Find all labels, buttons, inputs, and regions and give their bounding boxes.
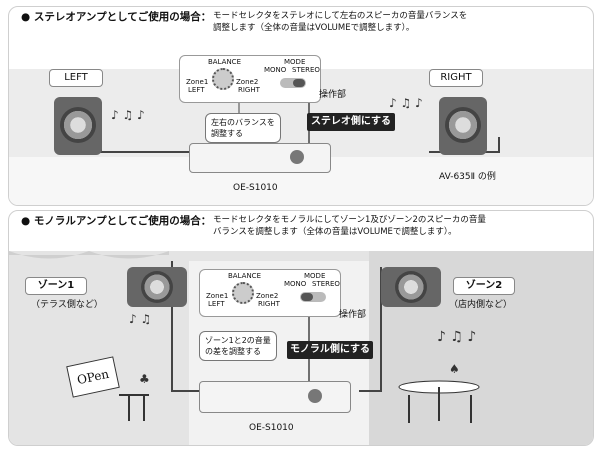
balance-note: 左右のバランスを 調整する	[205, 113, 281, 143]
balance-note-line2: 調整する	[211, 129, 243, 138]
right-speaker-icon	[439, 97, 487, 155]
mono-heading-bold: ● モノラルアンプとしてご使用の場合：	[21, 215, 212, 227]
right-small-label: RIGHT	[258, 300, 280, 308]
stereo-heading-line1: モードセレクタをステレオにして左右のスピーカの音量バランスを	[213, 11, 468, 21]
stereo-heading-bold: ● ステレオアンプとしてご使用の場合：	[21, 11, 212, 23]
mode-label: MODE	[304, 272, 326, 280]
mono-label: MONO	[264, 66, 287, 74]
music-notes-left-icon: ♪ ♫ ♪	[111, 108, 145, 122]
amplifier-icon	[199, 381, 351, 413]
stereo-control-panel: BALANCE MODE MONO STEREO Zone1 Zone2 LEF…	[179, 55, 321, 103]
bottle-icon: ♣	[139, 372, 150, 386]
left-small-label: LEFT	[188, 86, 205, 94]
mono-heading-line2: バランスを調整します（全体の音量はVOLUMEで調整します）。	[213, 227, 457, 237]
zone1-subtitle: （テラス側など）	[31, 300, 103, 310]
balance-label: BALANCE	[208, 58, 241, 66]
mode-label: MODE	[284, 58, 306, 66]
stereo-mode-note: ステレオ側にする	[307, 113, 395, 131]
left-small-label: LEFT	[208, 300, 225, 308]
balance-knob[interactable]	[212, 68, 234, 90]
control-caption: 操作部	[339, 310, 367, 320]
mono-section: ● モノラルアンプとしてご使用の場合： モードセレクタをモノラルにしてゾーン1及…	[8, 210, 594, 446]
zone2-tag: ゾーン2	[453, 277, 515, 295]
left-speaker-icon	[54, 97, 102, 155]
music-notes-zone2-icon: ♪ ♫ ♪	[437, 329, 476, 345]
zone2-label: Zone2	[236, 78, 259, 86]
zone1-label: Zone1	[186, 78, 209, 86]
zone1-tag: ゾーン1	[25, 277, 87, 295]
amplifier-model: OE-S1010	[233, 183, 278, 193]
right-speaker-tag: RIGHT	[429, 69, 483, 87]
music-notes-right-icon: ♪ ♫ ♪	[389, 96, 423, 110]
right-small-label: RIGHT	[238, 86, 260, 94]
balance-note-line1: 左右のバランスを	[211, 118, 275, 127]
left-speaker-tag: LEFT	[49, 69, 103, 87]
mono-heading: ● モノラルアンプとしてご使用の場合：	[21, 215, 211, 228]
music-notes-zone1-icon: ♪ ♫	[129, 312, 151, 326]
mono-label: MONO	[284, 280, 307, 288]
balance-note-line2: の差を調整する	[205, 347, 261, 356]
mono-control-panel: BALANCE MODE MONO STEREO Zone1 Zone2 LEF…	[199, 269, 341, 317]
zone2-label: Zone2	[256, 292, 279, 300]
zone2-speaker-icon	[381, 267, 441, 307]
stereo-heading-line2: 調整します（全体の音量はVOLUMEで調整します）。	[213, 23, 415, 33]
mono-mode-note: モノラル側にする	[287, 341, 373, 359]
balance-label: BALANCE	[228, 272, 261, 280]
stereo-heading: ● ステレオアンプとしてご使用の場合：	[21, 11, 211, 24]
mode-switch[interactable]	[300, 292, 326, 302]
zone1-label: Zone1	[206, 292, 229, 300]
amplifier-model: OE-S1010	[249, 423, 294, 433]
control-caption: 操作部	[319, 90, 347, 100]
balance-note-line1: ゾーン1と2の音量	[205, 336, 271, 345]
amplifier-icon	[189, 143, 331, 173]
cup-icon: ♠	[449, 362, 460, 376]
mode-switch[interactable]	[280, 78, 306, 88]
zone1-speaker-icon	[127, 267, 187, 307]
balance-knob[interactable]	[232, 282, 254, 304]
stereo-label: STEREO	[312, 280, 340, 288]
stereo-section: ● ステレオアンプとしてご使用の場合： モードセレクタをステレオにして左右のスピ…	[8, 6, 594, 206]
balance-note: ゾーン1と2の音量 の差を調整する	[199, 331, 277, 361]
speaker-model-note: AV-635Ⅱ の例	[439, 172, 496, 182]
mono-heading-line1: モードセレクタをモノラルにしてゾーン1及びゾーン2のスピーカの音量	[213, 215, 486, 225]
stereo-label: STEREO	[292, 66, 320, 74]
zone2-subtitle: （店内側など）	[449, 300, 513, 310]
